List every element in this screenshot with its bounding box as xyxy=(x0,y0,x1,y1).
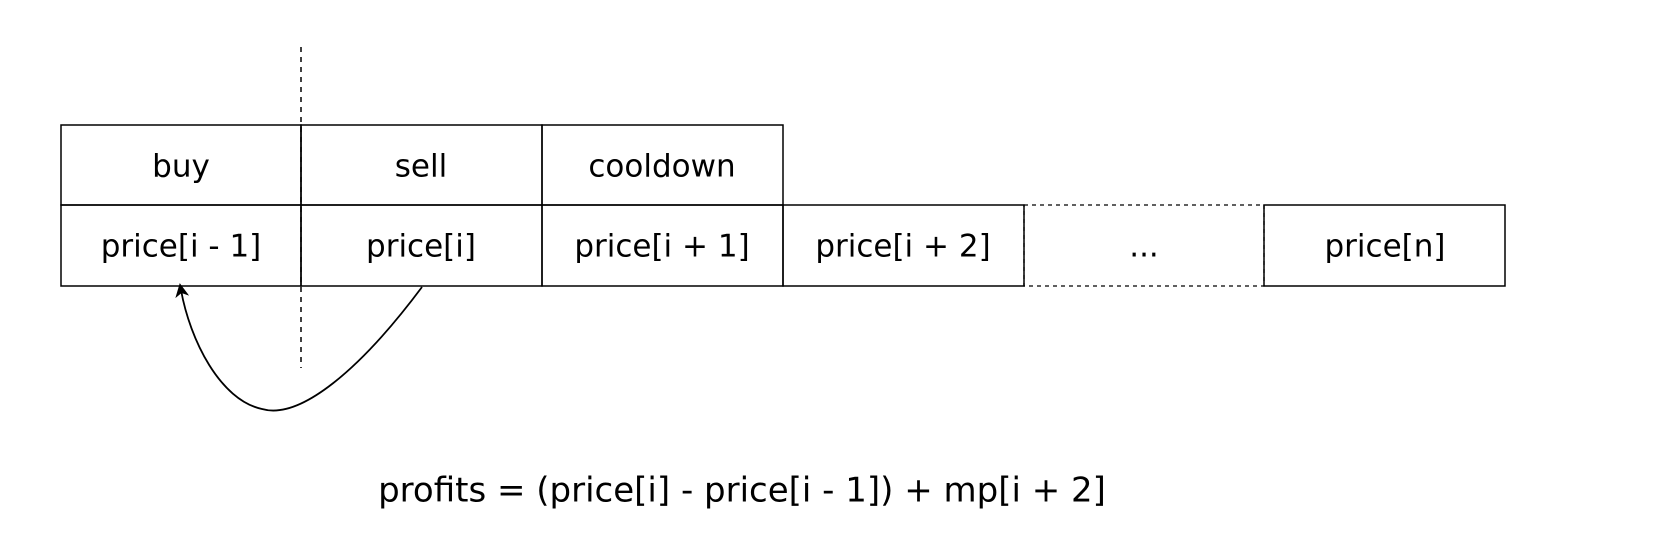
price-label-n: price[n] xyxy=(1325,229,1446,265)
price-label-i-plus-2: price[i + 2] xyxy=(815,229,990,265)
price-row: price[i - 1] price[i] price[i + 1] price… xyxy=(60,204,1506,287)
profit-formula: profits = (price[i] - price[i - 1]) + mp… xyxy=(378,471,1106,511)
price-cell-n xyxy=(1263,204,1506,287)
transition-arrow xyxy=(175,283,423,412)
header-label-cooldown: cooldown xyxy=(588,149,735,185)
header-row: buy sell cooldown xyxy=(60,124,784,206)
price-label-i: price[i] xyxy=(366,229,476,265)
price-label-i-plus-1: price[i + 1] xyxy=(574,229,749,265)
price-label-ellipsis: ... xyxy=(1129,229,1159,265)
price-label-i-minus-1: price[i - 1] xyxy=(101,229,262,265)
header-label-buy: buy xyxy=(152,149,210,185)
header-label-sell: sell xyxy=(395,149,447,185)
